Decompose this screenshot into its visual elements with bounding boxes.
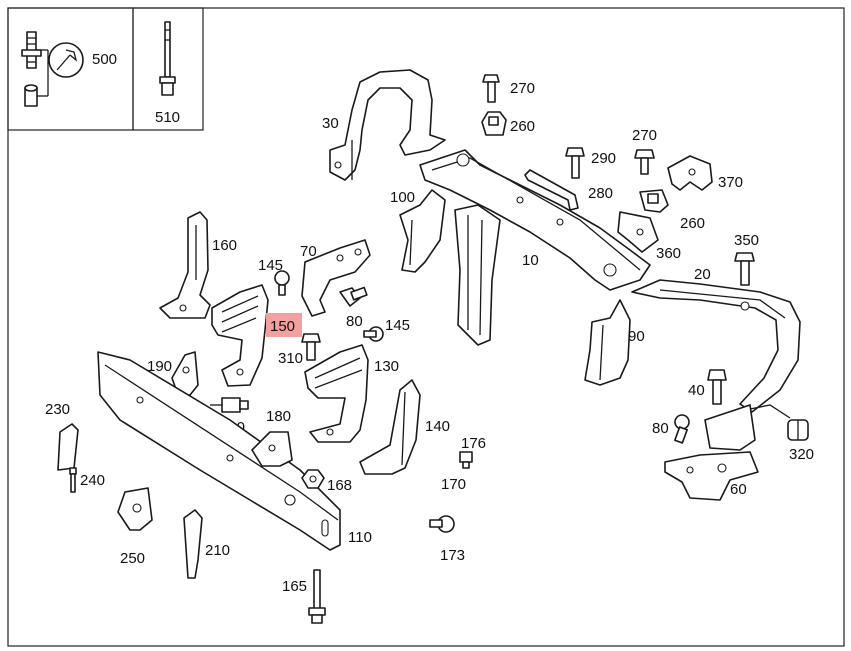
part-173-bolt[interactable]	[429, 515, 455, 533]
inset-box-510: 510	[132, 7, 204, 131]
part-360-bracket[interactable]	[617, 211, 659, 253]
part-30-upper-bracket[interactable]	[329, 69, 446, 181]
callout-240: 240	[80, 472, 105, 489]
callout-290: 290	[591, 150, 616, 167]
part-290-screw[interactable]	[565, 147, 585, 179]
wrench-icon	[48, 42, 84, 78]
long-bolt-icon	[159, 21, 176, 96]
part-370-bracket[interactable]	[667, 155, 713, 191]
callout-70: 70	[300, 243, 317, 260]
part-20-side-arm[interactable]	[631, 279, 801, 413]
callout-130: 130	[374, 358, 399, 375]
part-250-bracket[interactable]	[117, 487, 153, 531]
part-80-bolt-a[interactable]	[339, 286, 368, 307]
callout-180: 180	[266, 408, 291, 425]
callout-80-b: 80	[652, 420, 669, 437]
callout-510: 510	[155, 109, 180, 126]
part-176-clip[interactable]	[459, 451, 473, 469]
callout-260-b: 260	[680, 215, 705, 232]
part-260-clip-a[interactable]	[481, 111, 507, 136]
callout-270-b: 270	[632, 127, 657, 144]
inset-box-500: 500	[7, 7, 134, 131]
part-40-bolt[interactable]	[707, 369, 727, 405]
part-240-screw[interactable]	[69, 467, 77, 493]
part-145-screw-a[interactable]	[274, 270, 290, 296]
part-270-screw-b[interactable]	[634, 149, 655, 175]
callout-140: 140	[425, 418, 450, 435]
part-170-strap[interactable]	[416, 443, 440, 514]
part-180-bracket[interactable]	[251, 431, 293, 467]
nut-icon	[24, 84, 38, 107]
part-145-screw-b[interactable]	[363, 326, 384, 342]
callout-40: 40	[688, 382, 705, 399]
part-110-front-beam[interactable]	[97, 351, 341, 551]
callout-100: 100	[390, 189, 415, 206]
part-350-bolt[interactable]	[734, 252, 755, 286]
callout-80-a: 80	[346, 313, 363, 330]
diagram-frame	[7, 7, 845, 647]
callout-190: 190	[147, 358, 172, 375]
part-10-crossmember[interactable]	[419, 149, 651, 291]
part-130-bracket[interactable]	[304, 344, 369, 443]
part-230-bracket[interactable]	[57, 423, 79, 471]
callout-20: 20	[694, 266, 711, 283]
callout-145-a: 145	[258, 257, 283, 274]
part-280-rod[interactable]	[524, 169, 579, 211]
callout-10: 10	[522, 252, 539, 269]
callout-150-highlight[interactable]	[266, 313, 302, 337]
callout-60: 60	[730, 481, 747, 498]
callout-110: 110	[348, 529, 372, 546]
part-140-bracket[interactable]	[359, 379, 421, 475]
callout-173: 173	[440, 547, 465, 564]
callout-310: 310	[278, 350, 303, 367]
center-pillar	[454, 204, 501, 346]
callout-170: 170	[441, 476, 466, 493]
part-165-long-bolt[interactable]	[308, 569, 326, 624]
callout-150[interactable]: 150	[270, 318, 295, 335]
part-100-vertical-support[interactable]	[399, 189, 446, 273]
callout-160: 160	[212, 237, 237, 254]
callout-30: 30	[322, 115, 339, 132]
part-270-screw-a[interactable]	[482, 74, 500, 103]
part-168-nut[interactable]	[301, 469, 325, 489]
callout-270-a: 270	[510, 80, 535, 97]
callout-260-a: 260	[510, 118, 535, 135]
callout-145-b: 145	[385, 317, 410, 334]
part-70-bracket[interactable]	[301, 239, 371, 317]
callout-350: 350	[734, 232, 759, 249]
part-80-bolt-b[interactable]	[674, 414, 690, 444]
callout-250: 250	[120, 550, 145, 567]
callout-176: 176	[461, 435, 486, 452]
part-150-bracket[interactable]	[211, 284, 269, 387]
callout-90: 90	[628, 328, 645, 345]
callout-168: 168	[327, 477, 352, 494]
callout-500: 500	[92, 51, 117, 68]
callout-360: 360	[656, 245, 681, 262]
callout-370: 370	[718, 174, 743, 191]
part-200-bolt[interactable]	[210, 397, 249, 413]
part-260-clip-b[interactable]	[639, 189, 669, 213]
part-90-lower-bracket[interactable]	[584, 299, 631, 386]
callout-165: 165	[282, 578, 307, 595]
callout-230: 230	[45, 401, 70, 418]
callout-280: 280	[588, 185, 613, 202]
part-210-bracket[interactable]	[183, 509, 203, 579]
callout-210: 210	[205, 542, 230, 559]
part-60-lower-mount[interactable]	[664, 404, 759, 501]
part-320-connector[interactable]	[744, 404, 809, 441]
part-160-left-bracket[interactable]	[159, 211, 211, 319]
callout-320: 320	[789, 446, 814, 463]
part-310-bolt[interactable]	[301, 333, 321, 361]
